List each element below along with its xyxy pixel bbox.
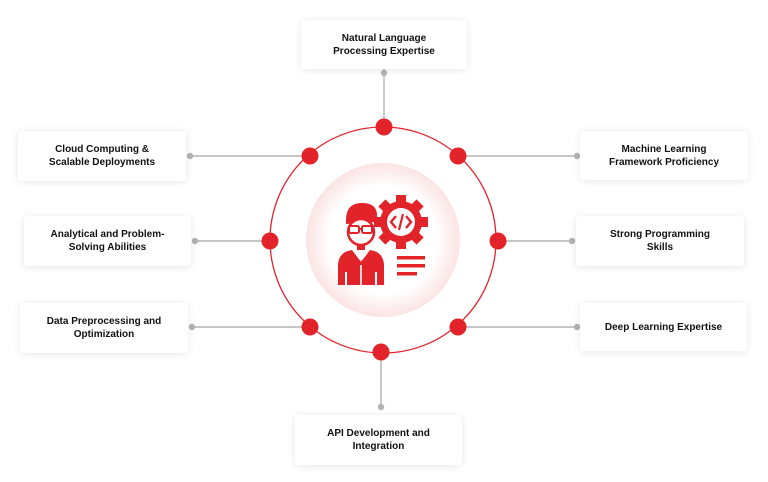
node-data: [301, 318, 319, 336]
end-dot-data: [188, 323, 196, 331]
node-ml: [449, 147, 467, 165]
node-prog: [489, 232, 507, 250]
skill-card-api-development: API Development and Integration: [295, 415, 462, 465]
connector-lines: [190, 69, 577, 407]
skill-card-deep-learning: Deep Learning Expertise: [580, 303, 747, 351]
skill-card-programming: Strong Programming Skills: [576, 216, 744, 266]
end-dot-prog: [568, 237, 576, 245]
developer-with-code-gear-icon: [338, 195, 428, 285]
end-dot-analytic: [191, 237, 199, 245]
skill-card-analytical: Analytical and Problem- Solving Abilitie…: [24, 216, 191, 266]
skill-card-data-preprocessing: Data Preprocessing and Optimization: [20, 303, 188, 353]
end-dot-api: [377, 403, 385, 411]
connector-end-dots: [186, 69, 581, 411]
node-api: [372, 343, 390, 361]
ring-nodes: [261, 118, 507, 361]
end-dot-cloud: [186, 152, 194, 160]
end-dot-ml: [573, 152, 581, 160]
skill-card-ml-frameworks: Machine Learning Framework Proficiency: [580, 131, 748, 180]
node-analytic: [261, 232, 279, 250]
node-nlp: [375, 118, 393, 136]
skill-card-nlp: Natural Language Processing Expertise: [301, 20, 467, 69]
end-dot-nlp: [380, 69, 388, 77]
node-cloud: [301, 147, 319, 165]
skill-card-cloud-computing: Cloud Computing & Scalable Deployments: [18, 131, 186, 181]
end-dot-deep: [573, 323, 581, 331]
node-deep: [449, 318, 467, 336]
